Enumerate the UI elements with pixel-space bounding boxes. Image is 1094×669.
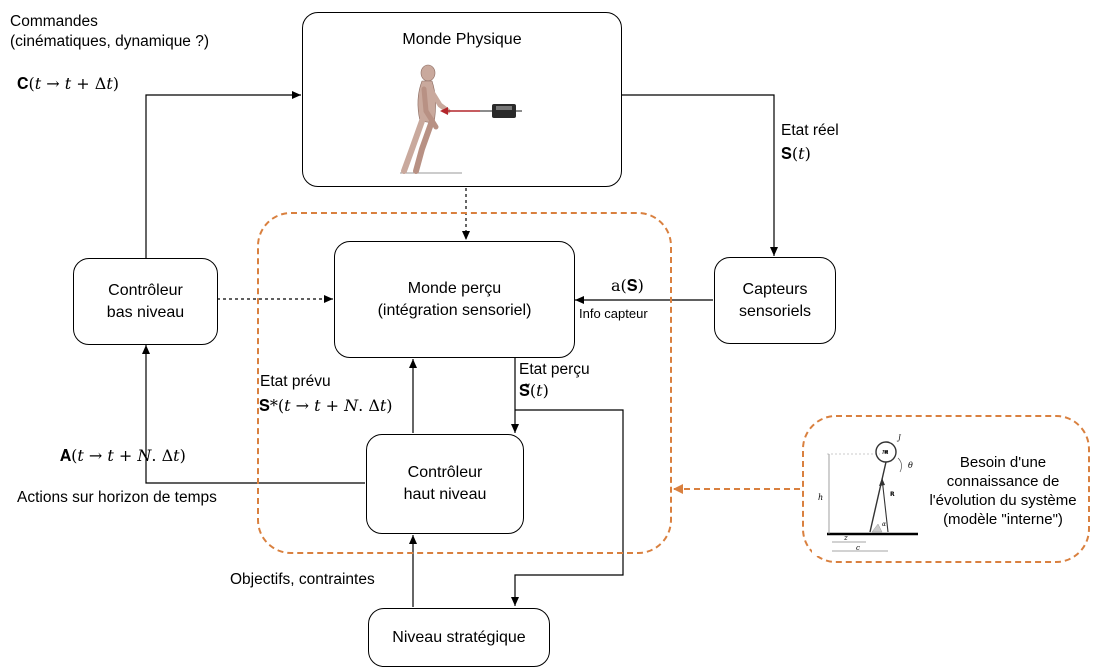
- high-controller-line2: haut niveau: [403, 486, 487, 503]
- perceived-state-math: 𝐒̃(𝑡): [519, 381, 549, 400]
- sensors-line2: sensoriels: [738, 302, 812, 320]
- perception-cluster: [257, 212, 672, 554]
- arrow-perceived-to-strategic: [511, 409, 624, 606]
- commands-math: 𝐂(𝑡 → 𝑡 + Δ𝑡): [17, 74, 120, 93]
- arrow-real-state: [621, 94, 778, 256]
- figure-c-label: c: [856, 544, 860, 552]
- figure-m-label: m: [882, 448, 889, 456]
- perceived-world-box: Monde perçu (intégration sensoriel): [334, 241, 575, 358]
- low-controller-line2: bas niveau: [106, 303, 185, 321]
- inverted-pendulum-figure: h m J θ R α z c: [812, 428, 924, 556]
- high-controller-box: Contrôleur haut niveau: [366, 434, 524, 534]
- arrow-actions: [142, 345, 365, 484]
- real-state-label: Etat réel: [781, 122, 839, 139]
- strategic-level-box: Niveau stratégique: [368, 608, 550, 667]
- sensors-line1: Capteurs: [742, 280, 808, 298]
- predicted-state-math: 𝐒*(𝑡 → 𝑡 + 𝑁. Δ𝑡): [259, 396, 393, 415]
- high-controller-line1: Contrôleur: [407, 464, 483, 481]
- physical-world-title: Monde Physique: [402, 31, 522, 48]
- perceived-state-label: Etat perçu: [519, 361, 590, 378]
- low-controller-box: Contrôleur bas niveau: [73, 258, 218, 345]
- figure-alpha-label: α: [882, 521, 886, 528]
- sensor-function-math: a(𝐒): [611, 276, 644, 295]
- walking-figure-illustration: [400, 64, 522, 174]
- figure-j-label: J: [896, 434, 902, 442]
- internal-model-text: Besoin d'une connaissance de l'évolution…: [929, 454, 1077, 528]
- objectives-label: Objectifs, contraintes: [230, 571, 375, 588]
- internal-model-cluster: [802, 415, 1090, 563]
- figure-z-label: z: [843, 534, 848, 542]
- arrow-command: [145, 91, 301, 258]
- physical-world-box: Monde Physique: [302, 12, 622, 187]
- strategic-level-title: Niveau stratégique: [392, 628, 526, 646]
- low-controller-line1: Contrôleur: [108, 281, 183, 299]
- predicted-state-label: Etat prévu: [260, 373, 331, 390]
- perceived-world-line2: (intégration sensoriel): [377, 301, 532, 319]
- actions-math: 𝐀(𝑡 → 𝑡 + 𝑁. Δ𝑡): [60, 446, 186, 465]
- sensors-box: Capteurs sensoriels: [714, 257, 836, 344]
- real-state-math: 𝐒(𝑡): [781, 144, 811, 163]
- commands-label: Commandes (cinématiques, dynamique ?): [10, 13, 210, 50]
- sensor-info-label: Info capteur: [579, 306, 648, 321]
- figure-h-label: h: [818, 493, 823, 502]
- figure-r-label: R: [890, 491, 895, 498]
- perceived-world-line1: Monde perçu: [407, 279, 502, 297]
- actions-label: Actions sur horizon de temps: [17, 489, 217, 506]
- figure-theta-label: θ: [908, 461, 913, 470]
